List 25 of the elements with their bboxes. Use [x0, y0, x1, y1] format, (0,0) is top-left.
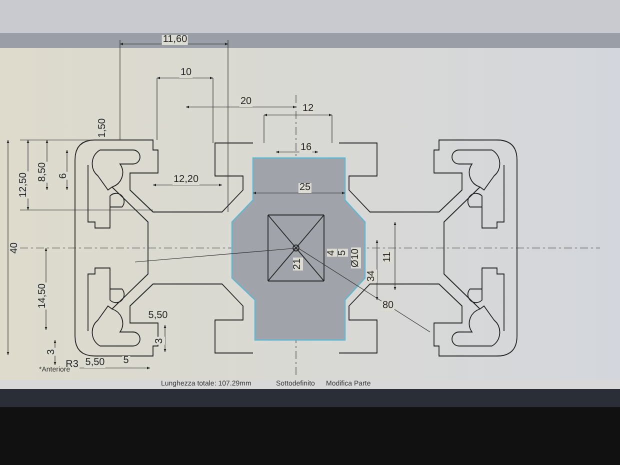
dimension-label: 12,50	[19, 171, 29, 199]
dimension-label: 8,50	[38, 161, 48, 183]
dimension-label: 11,60	[162, 35, 188, 45]
dimension-label: 20	[239, 97, 253, 107]
dimension-label: 14,50	[38, 282, 48, 310]
dimension-label: 12	[301, 104, 315, 114]
dimension-label: 25	[298, 183, 312, 193]
dimension-label: 1,50	[98, 117, 108, 139]
dimension-label: 6	[59, 172, 69, 180]
dimension-label: 10	[179, 68, 193, 78]
dimension-label: 4	[327, 249, 337, 257]
dimension-label: 34	[367, 269, 377, 283]
dimension-label: Ø10	[351, 248, 361, 268]
dimension-label: 5	[338, 249, 348, 257]
dimension-label: 3	[47, 348, 57, 356]
dimension-label: 11	[383, 250, 393, 264]
dimension-label: 5,50	[84, 358, 106, 368]
dimension-label: 3	[155, 337, 165, 345]
dimension-label: 16	[299, 143, 313, 153]
dimension-label: 80	[381, 301, 395, 311]
dimension-label: 12,20	[172, 175, 200, 185]
dimension-label: 40	[10, 241, 20, 255]
dimension-label: 21	[293, 257, 303, 271]
dimension-label: 5,50	[147, 311, 169, 321]
dimension-label: 5	[122, 356, 130, 366]
